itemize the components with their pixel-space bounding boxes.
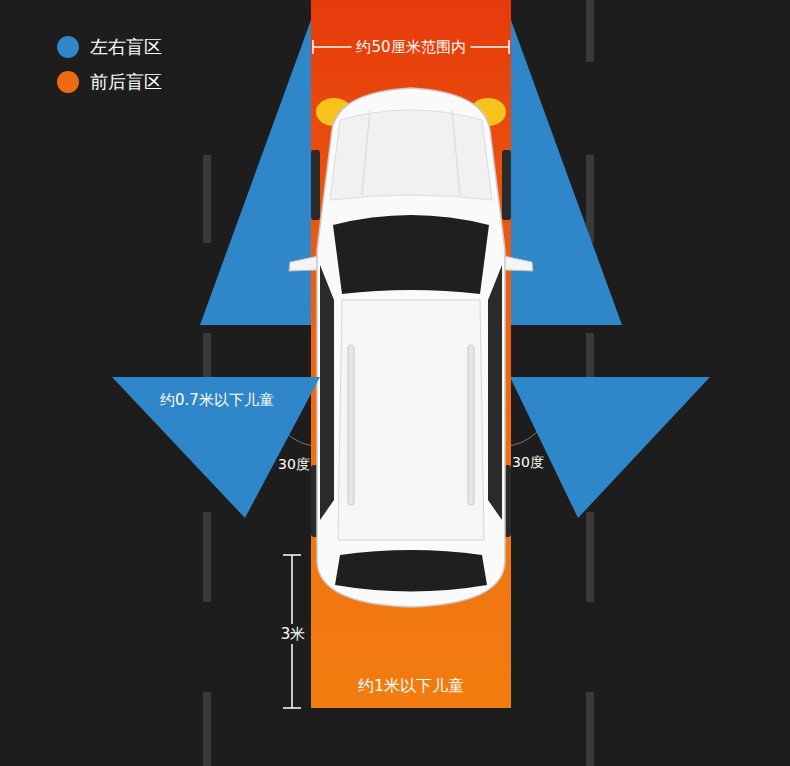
legend-swatch	[57, 36, 79, 58]
legend-text: 左右盲区	[90, 36, 162, 58]
angle-label: 30度	[512, 454, 544, 471]
zone-label: 约0.7米以下儿童	[160, 391, 274, 409]
triangle-fill	[112, 377, 320, 518]
legend-swatch	[57, 71, 79, 93]
angle-label: 30度	[278, 456, 310, 473]
width-bracket	[313, 40, 509, 54]
side-blind-triangle: 约0.7米以下儿童	[112, 377, 320, 518]
side-blind-zone	[510, 377, 710, 518]
legend-text: 前后盲区	[90, 71, 162, 93]
zone-label: 约50厘米范围内	[356, 38, 465, 56]
car-body	[289, 88, 533, 607]
side-blind-zone	[511, 20, 622, 325]
zone-label: 约1米以下儿童	[358, 676, 464, 695]
dimension-label: 3米	[279, 624, 308, 644]
side-blind-zone	[200, 20, 311, 325]
